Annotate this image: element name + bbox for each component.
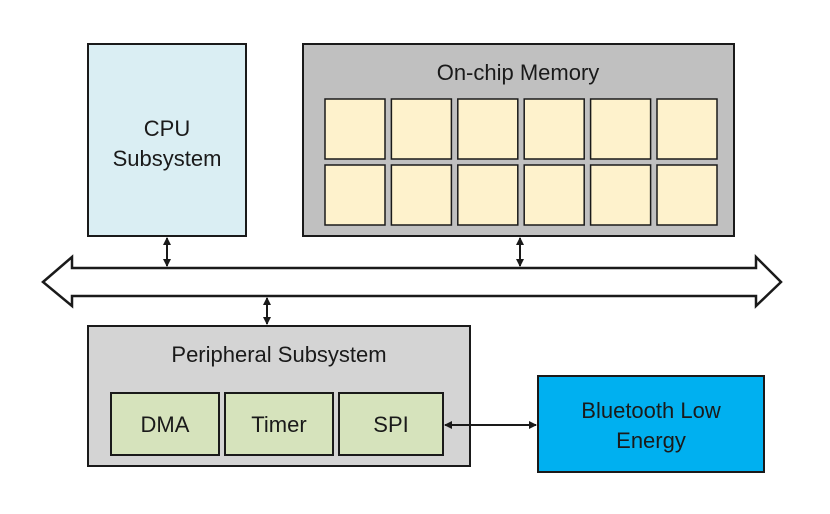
on-chip-memory: On-chip Memory [302, 43, 735, 237]
bluetooth-low-energy: Bluetooth Low Energy [537, 375, 765, 473]
spi-label: SPI [373, 412, 408, 437]
memory-cell [523, 98, 585, 160]
cpu-subsystem: CPU Subsystem [87, 43, 247, 237]
memory-cell [656, 164, 718, 226]
cpu-label-line2: Subsystem [113, 146, 222, 171]
cpu-label-line1: CPU [144, 116, 190, 141]
memory-cell [324, 164, 386, 226]
ble-label-line1: Bluetooth Low [581, 398, 721, 423]
dma-block [110, 392, 220, 456]
memory-cell [324, 98, 386, 160]
memory-cell [523, 164, 585, 226]
timer-block [224, 392, 334, 456]
timer-label: Timer [251, 412, 306, 437]
memory-cell [457, 164, 519, 226]
memory-title: On-chip Memory [437, 60, 600, 85]
memory-cell-grid [324, 98, 718, 226]
ble-label-line2: Energy [616, 428, 686, 453]
memory-cell [656, 98, 718, 160]
spi-block [338, 392, 444, 456]
dma-label: DMA [141, 412, 190, 437]
system-bus [41, 253, 783, 309]
memory-cell [589, 98, 652, 160]
ble-box [537, 375, 765, 473]
memory-cell [457, 98, 519, 160]
peripheral-subsystem: Peripheral Subsystem DMA Timer SPI [87, 325, 471, 467]
cpu-subsystem-box [87, 43, 247, 237]
memory-cell [589, 164, 652, 226]
memory-cell [390, 98, 453, 160]
peripheral-title: Peripheral Subsystem [171, 342, 386, 367]
memory-cell [390, 164, 453, 226]
